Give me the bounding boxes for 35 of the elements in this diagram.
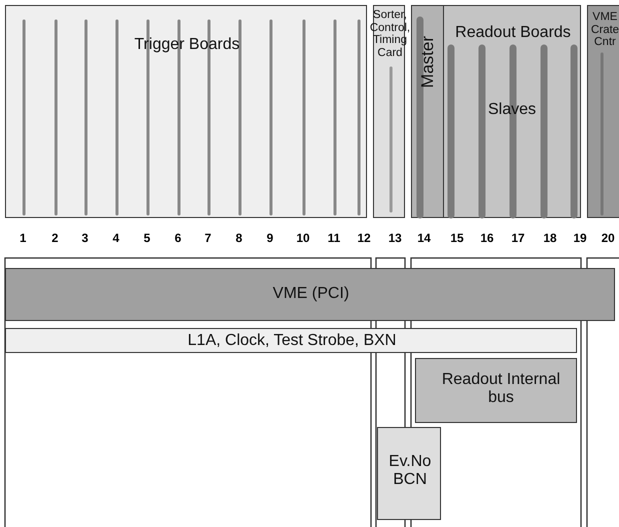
slot-number: 20	[600, 231, 616, 245]
label-text: L1A, Clock, Test Strobe, BXN	[186, 332, 398, 350]
slot-number: 3	[80, 231, 90, 245]
register-box	[377, 427, 441, 520]
slot-number: 4	[112, 231, 120, 245]
slot-number: 17	[510, 231, 526, 245]
slot-number: 8	[234, 231, 244, 245]
label-text: VME (PCI)	[272, 285, 350, 303]
slot-number: 1	[18, 231, 28, 245]
bus-box	[415, 358, 577, 423]
slot-number: 9	[266, 231, 274, 245]
slot-number: 13	[387, 231, 403, 245]
slot-number: 19	[572, 231, 588, 245]
bus-bar	[5, 328, 577, 353]
label-text: Ev.No BCN	[388, 453, 432, 488]
slot-number: 2	[50, 231, 60, 245]
slot-number: 16	[479, 231, 495, 245]
slot-number: 6	[174, 231, 182, 245]
label-text: Trigger Boards	[133, 36, 241, 54]
label-text: Readout Internal bus	[440, 371, 562, 406]
slot-number: 14	[416, 231, 432, 245]
vertical-label: Master	[419, 36, 438, 88]
slot-number: 11	[326, 231, 342, 245]
slot-number: 10	[295, 231, 311, 245]
label-text: Readout Boards	[454, 24, 572, 42]
label-text: Slaves	[486, 101, 538, 119]
slot-number: 7	[204, 231, 212, 245]
label-text: VME Crate Cntr	[590, 11, 619, 49]
slot-number: 18	[542, 231, 558, 245]
slot-number: 15	[449, 231, 465, 245]
slot-number: 12	[356, 231, 372, 245]
bus-bar	[5, 268, 615, 321]
card-panel	[587, 5, 619, 218]
slot-number: 5	[142, 231, 152, 245]
board-group-panel	[411, 5, 581, 218]
